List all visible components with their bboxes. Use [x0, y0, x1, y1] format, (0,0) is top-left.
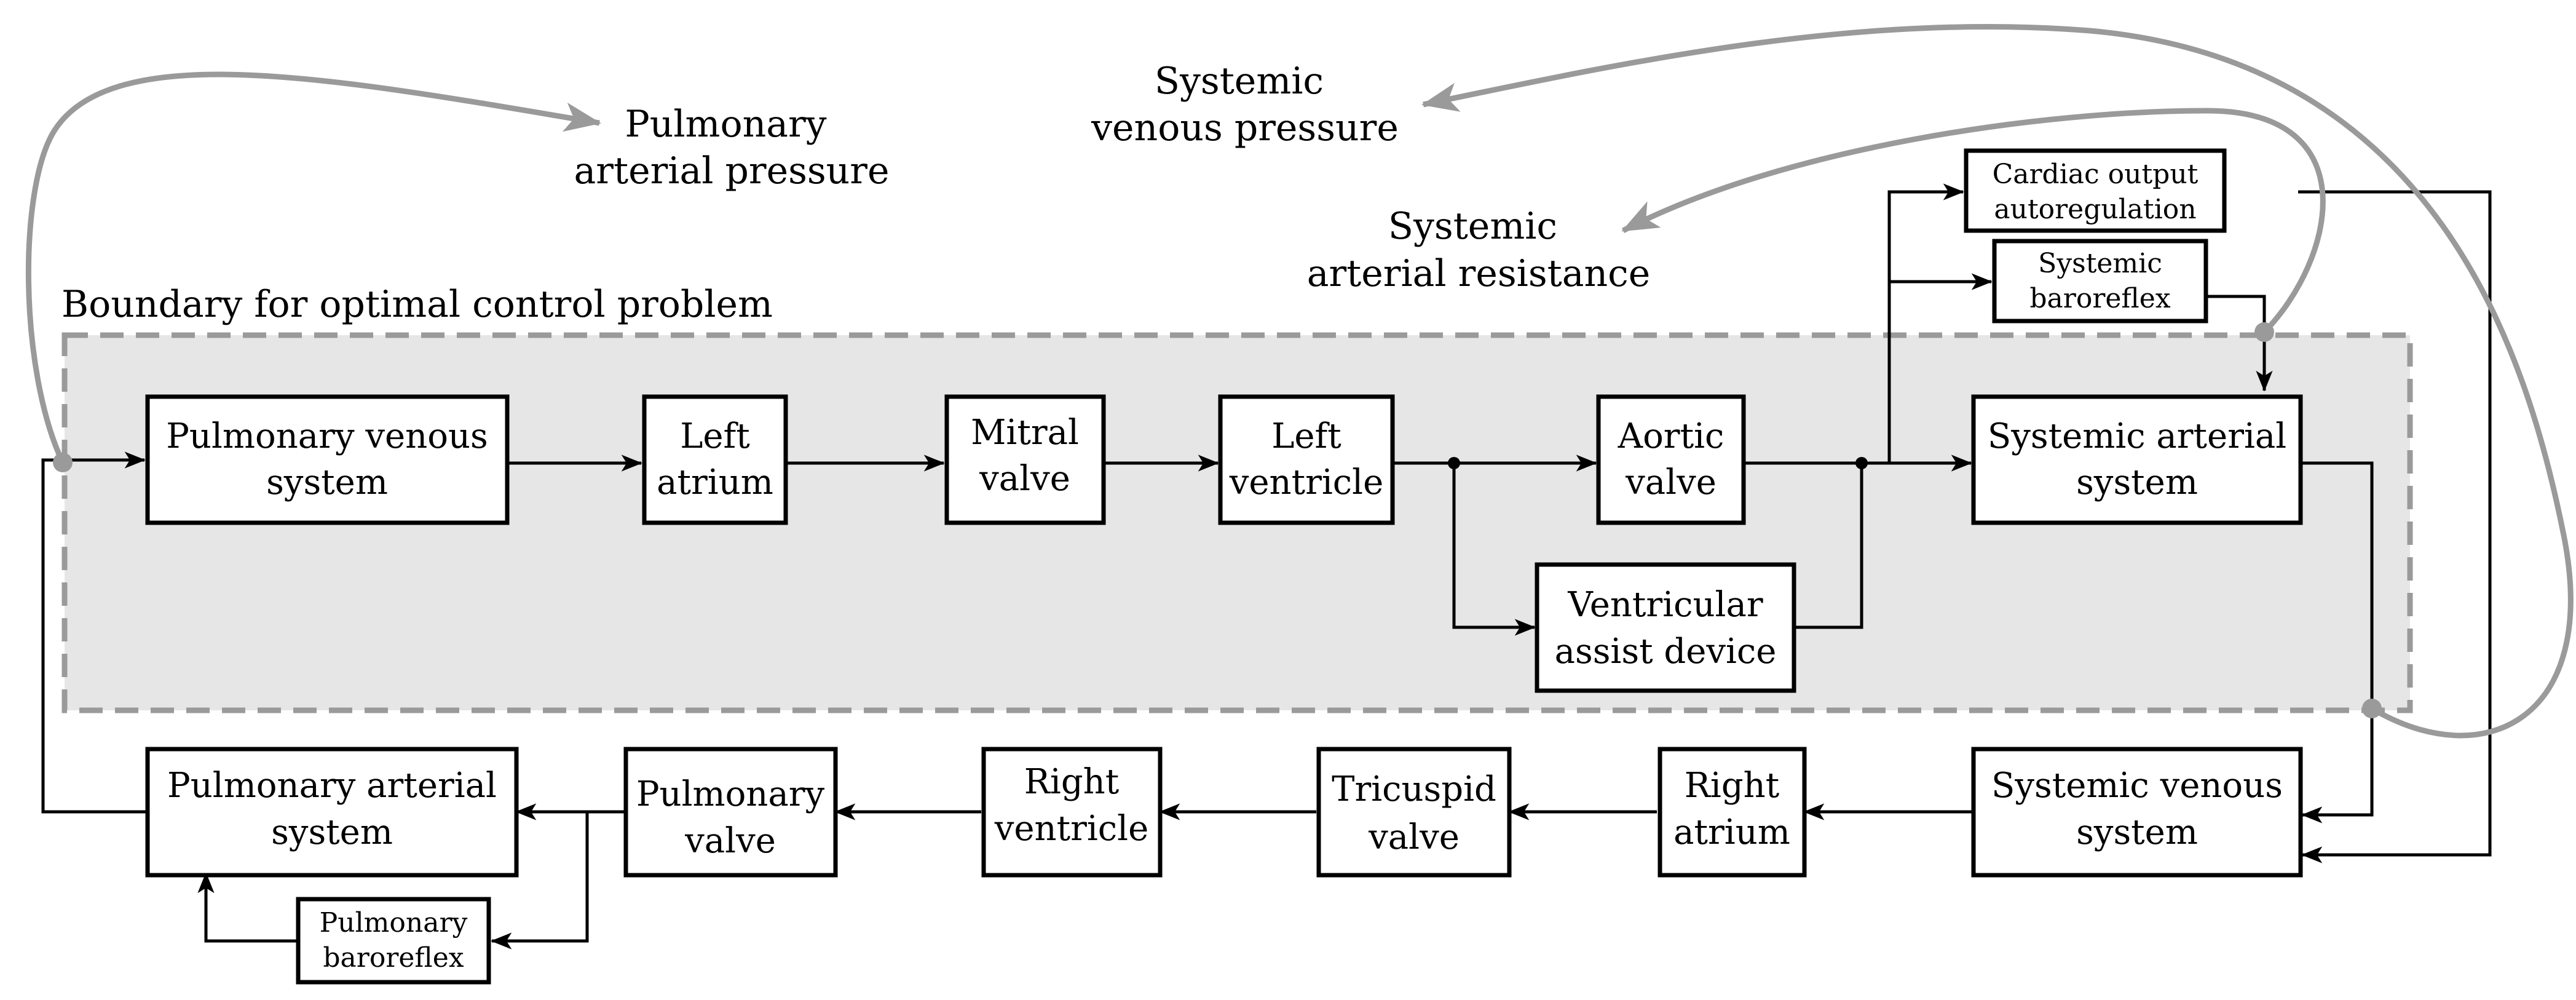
systemic-venous-pressure-label: Systemic venous pressure [1091, 60, 1399, 149]
systemic-arterial-resistance-label: Systemic arterial resistance [1307, 205, 1651, 295]
boundary-label: Boundary for optimal control problem [61, 283, 773, 326]
flow-lines [41, 183, 2492, 950]
pulmonary-arterial-pressure-feedback [25, 71, 601, 464]
feedback-arrows [25, 24, 2574, 739]
pulmonary-arterial-pressure-label: Pulmonary arterial pressure [574, 103, 890, 192]
systemic-venous-pressure-feedback [1421, 24, 2574, 739]
systemic-arterial-resistance-feedback [1621, 108, 2326, 335]
